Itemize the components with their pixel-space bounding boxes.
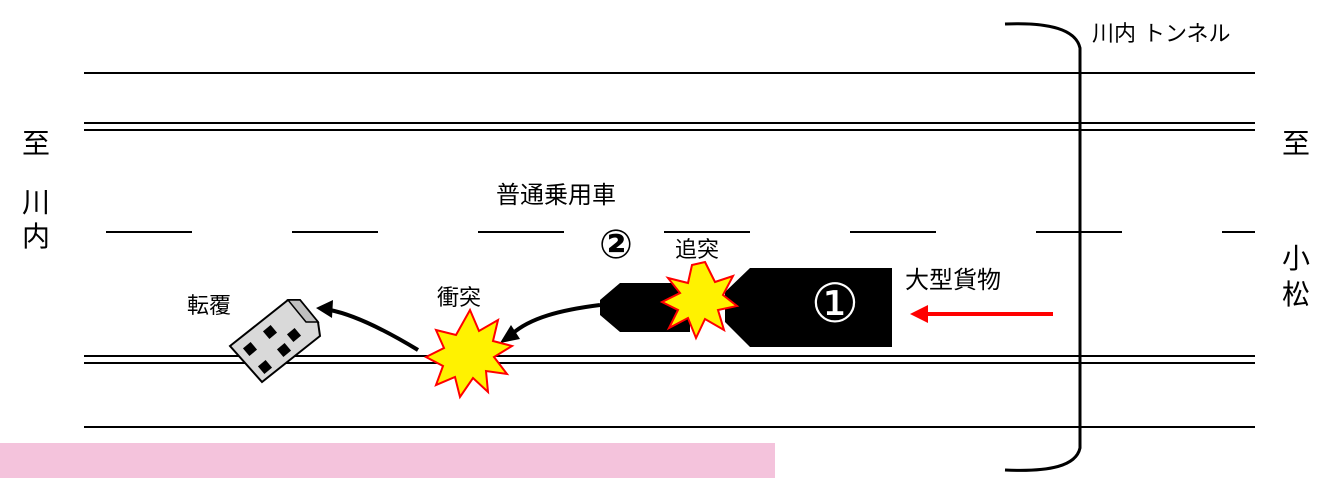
- tunnel-portal: [1004, 22, 1082, 472]
- trajectory-arrow-2: [329, 308, 420, 352]
- vehicle-2-label: 普通乗用車: [496, 181, 616, 209]
- collision-label: 衝突: [437, 286, 481, 311]
- left-destination-char-2: 川: [22, 186, 50, 219]
- rear-end-collision-label: 追突: [675, 238, 719, 263]
- left-destination-char-3: 内: [22, 220, 50, 253]
- left-destination-char-1: 至: [22, 127, 50, 160]
- vehicle-1-marker: ①: [811, 272, 859, 335]
- rear-end-impact-icon: [659, 260, 740, 341]
- trajectory-arrow-1-head-icon: [500, 325, 520, 343]
- vehicle-2-marker: ②: [599, 222, 633, 268]
- truck-vehicle-1: [725, 268, 892, 347]
- right-destination-char-1: 至: [1282, 127, 1310, 160]
- right-destination-char-2: 小: [1282, 242, 1310, 275]
- right-destination-char-3: 松: [1282, 278, 1310, 311]
- direction-arrow-icon: [910, 305, 928, 323]
- passenger-car-vehicle-2: [600, 283, 690, 332]
- trajectory-arrow-2-head-icon: [316, 300, 333, 318]
- collision-impact-icon: [423, 307, 515, 400]
- pink-band: [0, 443, 775, 478]
- rollover-label: 転覆: [187, 294, 231, 319]
- overturned-car: [228, 299, 322, 384]
- tunnel-label: 川内 トンネル: [1092, 22, 1231, 47]
- trajectory-arrow-1: [510, 303, 601, 336]
- vehicle-1-label: 大型貨物: [905, 266, 1001, 294]
